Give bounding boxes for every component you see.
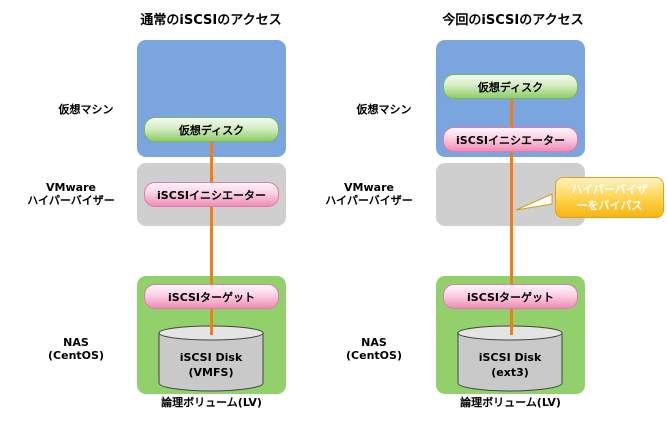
left-label-vm: 仮想マシン [58,103,114,116]
left-disk-format: (VMFS) [188,366,234,379]
left-label-hypervisor: VMware ハイパーバイザー [16,181,126,207]
left-connection-line [210,140,213,332]
left-disk-label: iSCSI Disk (VMFS) [158,350,264,380]
right-label-hypervisor-line2: ハイパーバイザー [325,194,413,207]
callout-line1: ハイパーバイザ [571,182,648,196]
right-connection-line [510,96,513,332]
left-label-nas-line2: (CentOS) [48,349,104,362]
right-virtual-disk: 仮想ディスク [443,74,578,99]
left-virtual-disk: 仮想ディスク [144,117,279,142]
left-label-hypervisor-line1: VMware [46,181,96,194]
left-logical-volume-label: 論理ボリューム(LV) [161,396,262,409]
left-label-nas: NAS (CentOS) [36,336,116,362]
right-diagram-title: 今回のiSCSIのアクセス [442,13,584,28]
right-label-nas-line2: (CentOS) [346,349,402,362]
right-disk-format: (ext3) [491,366,529,379]
right-iscsi-initiator: iSCSIイニシエーター [443,127,578,152]
callout-line2: ーをバイパス [576,198,643,212]
right-disk-name: iSCSI Disk [478,351,542,364]
right-logical-volume-label: 論理ボリューム(LV) [460,396,561,409]
left-label-nas-line1: NAS [63,336,89,349]
left-line-into-disk [210,325,213,335]
left-iscsi-target: iSCSIターゲット [144,284,279,309]
right-iscsi-target: iSCSIターゲット [443,284,578,309]
right-disk-label: iSCSI Disk (ext3) [457,350,563,380]
right-label-vm: 仮想マシン [356,103,412,116]
left-iscsi-initiator: iSCSIイニシエーター [144,182,279,207]
right-label-nas-line1: NAS [361,336,387,349]
right-label-hypervisor: VMware ハイパーバイザー [314,181,424,207]
bypass-callout: ハイパーバイザ ーをバイパス [555,177,664,218]
right-label-nas: NAS (CentOS) [334,336,414,362]
left-diagram-title: 通常のiSCSIのアクセス [140,13,282,28]
right-line-into-disk [510,325,513,335]
left-label-hypervisor-line2: ハイパーバイザー [27,194,115,207]
left-disk-cylinder [158,325,264,392]
left-disk-name: iSCSI Disk [179,351,243,364]
callout-pointer [516,193,553,211]
right-label-hypervisor-line1: VMware [344,181,394,194]
